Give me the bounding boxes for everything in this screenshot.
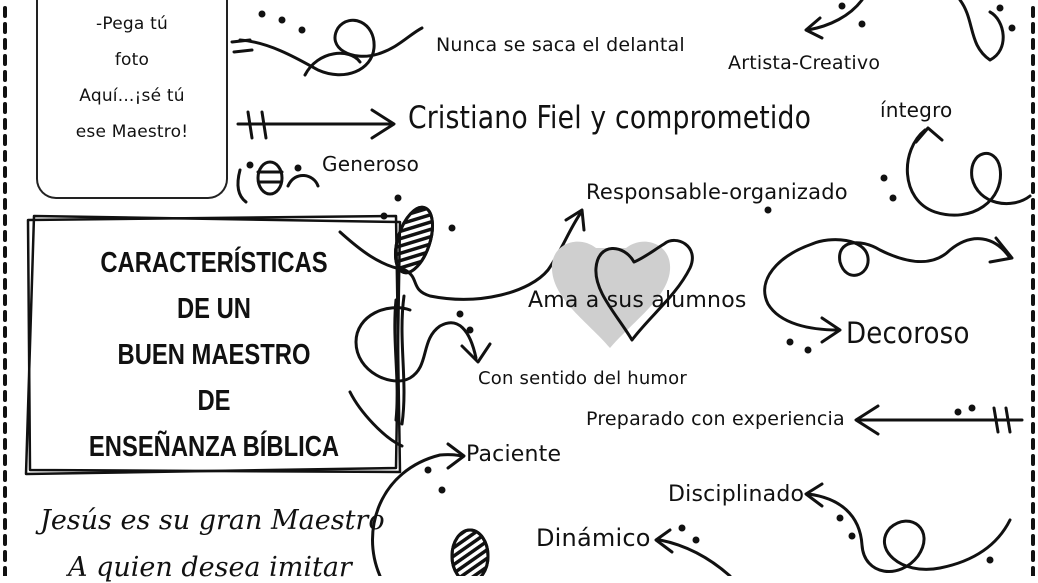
curve-arrow-artista	[806, 0, 864, 32]
egg-doodle-generoso	[236, 160, 320, 204]
loop-doodle-top	[238, 18, 424, 77]
photo-line-4: ese Maestro!	[75, 122, 189, 142]
trait-disciplinado: Disciplinado	[668, 482, 805, 507]
trait-paciente: Paciente	[466, 442, 562, 467]
trait-nunca-delantal: Nunca se saca el delantal	[436, 34, 685, 56]
trait-dinamico: Dinámico	[536, 524, 651, 552]
title-line-4: DE	[197, 385, 231, 417]
arrow-dinamico	[658, 538, 732, 576]
loop-doodle-top-b	[303, 51, 362, 77]
arrow-cristiano	[236, 108, 396, 140]
curl-doodle-integro	[905, 128, 1032, 217]
hook-arrow-paciente	[371, 453, 464, 576]
photo-line-1: -Pega tú	[96, 14, 168, 34]
bottom-text-line-2: A quien desea imitar	[68, 552, 352, 583]
bottom-text-line-1: Jesús es su gran Maestro	[40, 505, 385, 536]
loop-arrow-humor	[354, 306, 478, 383]
photo-placeholder-box[interactable]: -Pega tú foto Aquí...¡sé tú ese Maestro!	[36, 0, 228, 199]
title-box: CARACTERÍSTICAS DE UN BUEN MAESTRO DE EN…	[24, 214, 404, 476]
loop-arrow-disciplinado	[806, 492, 1012, 573]
title-line-5: ENSEÑANZA BÍBLICA	[88, 431, 340, 463]
curl-doodle-top-right	[958, 0, 1005, 62]
trait-generoso: Generoso	[322, 152, 420, 176]
trait-humor: Con sentido del humor	[478, 368, 687, 389]
title-line-2: DE UN	[176, 293, 251, 325]
photo-line-2: foto	[114, 50, 150, 70]
title-line-1: CARACTERÍSTICAS	[100, 247, 328, 279]
trait-cristiano: Cristiano Fiel y comprometido	[408, 100, 812, 136]
loop-arrow-decoroso	[763, 237, 1012, 332]
page-title: CARACTERÍSTICAS DE UN BUEN MAESTRO DE EN…	[58, 240, 370, 470]
title-line-3: BUEN MAESTRO	[117, 339, 311, 371]
trait-decoroso: Decoroso	[846, 316, 970, 350]
arrow-preparado	[854, 404, 1024, 436]
photo-instruction: -Pega tú foto Aquí...¡sé tú ese Maestro!	[38, 6, 226, 150]
trait-preparado: Preparado con experiencia	[586, 408, 845, 430]
trait-artista: Artista-Creativo	[728, 52, 881, 74]
trait-responsable: Responsable-organizado	[586, 180, 848, 204]
trait-ama-alumnos: Ama a sus alumnos	[528, 288, 747, 313]
photo-line-3: Aquí...¡sé tú	[79, 86, 185, 106]
trait-integro: íntegro	[880, 98, 953, 122]
heart-icon	[551, 238, 694, 348]
